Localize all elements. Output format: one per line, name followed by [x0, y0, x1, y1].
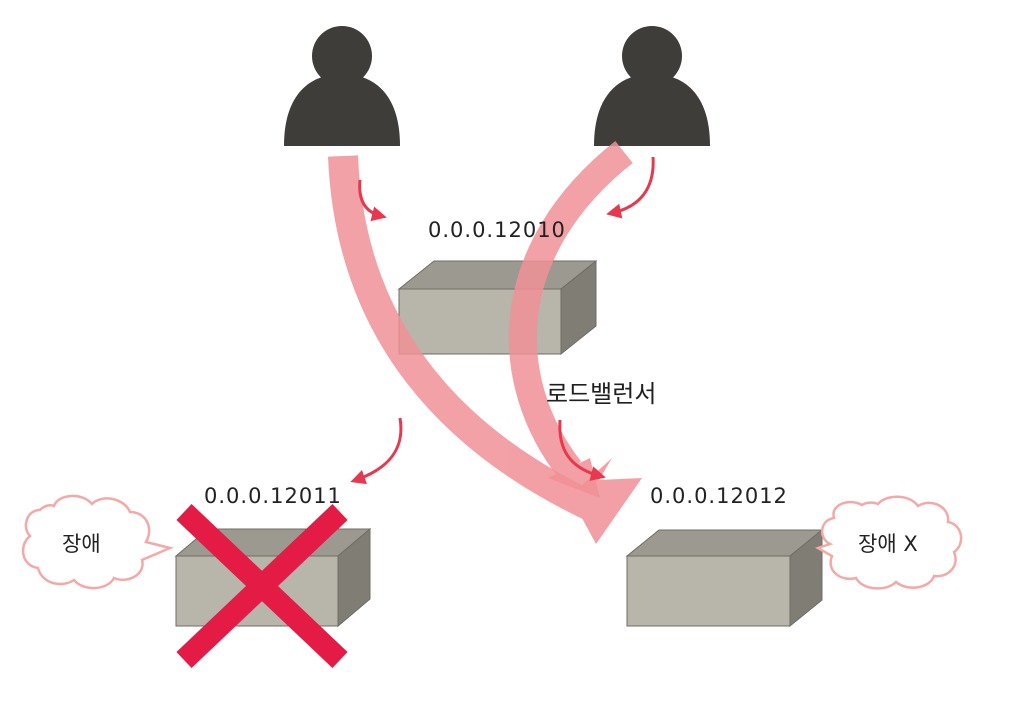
failure-status-text: 장애 — [62, 528, 101, 558]
load-balancer-label: 로드밸런서 — [546, 374, 656, 409]
healthy-server-ip: 0.0.0.12012 — [650, 484, 788, 508]
healthy-status-text: 장애 X — [858, 528, 918, 558]
small-arrow — [356, 418, 401, 480]
healthy-server-box — [627, 530, 822, 626]
load-balancer-box — [399, 261, 596, 354]
user-icon — [594, 26, 710, 146]
user-icon — [284, 26, 400, 146]
failed-server-ip: 0.0.0.12011 — [204, 484, 342, 508]
load-balancer-ip: 0.0.0.12010 — [428, 218, 566, 242]
